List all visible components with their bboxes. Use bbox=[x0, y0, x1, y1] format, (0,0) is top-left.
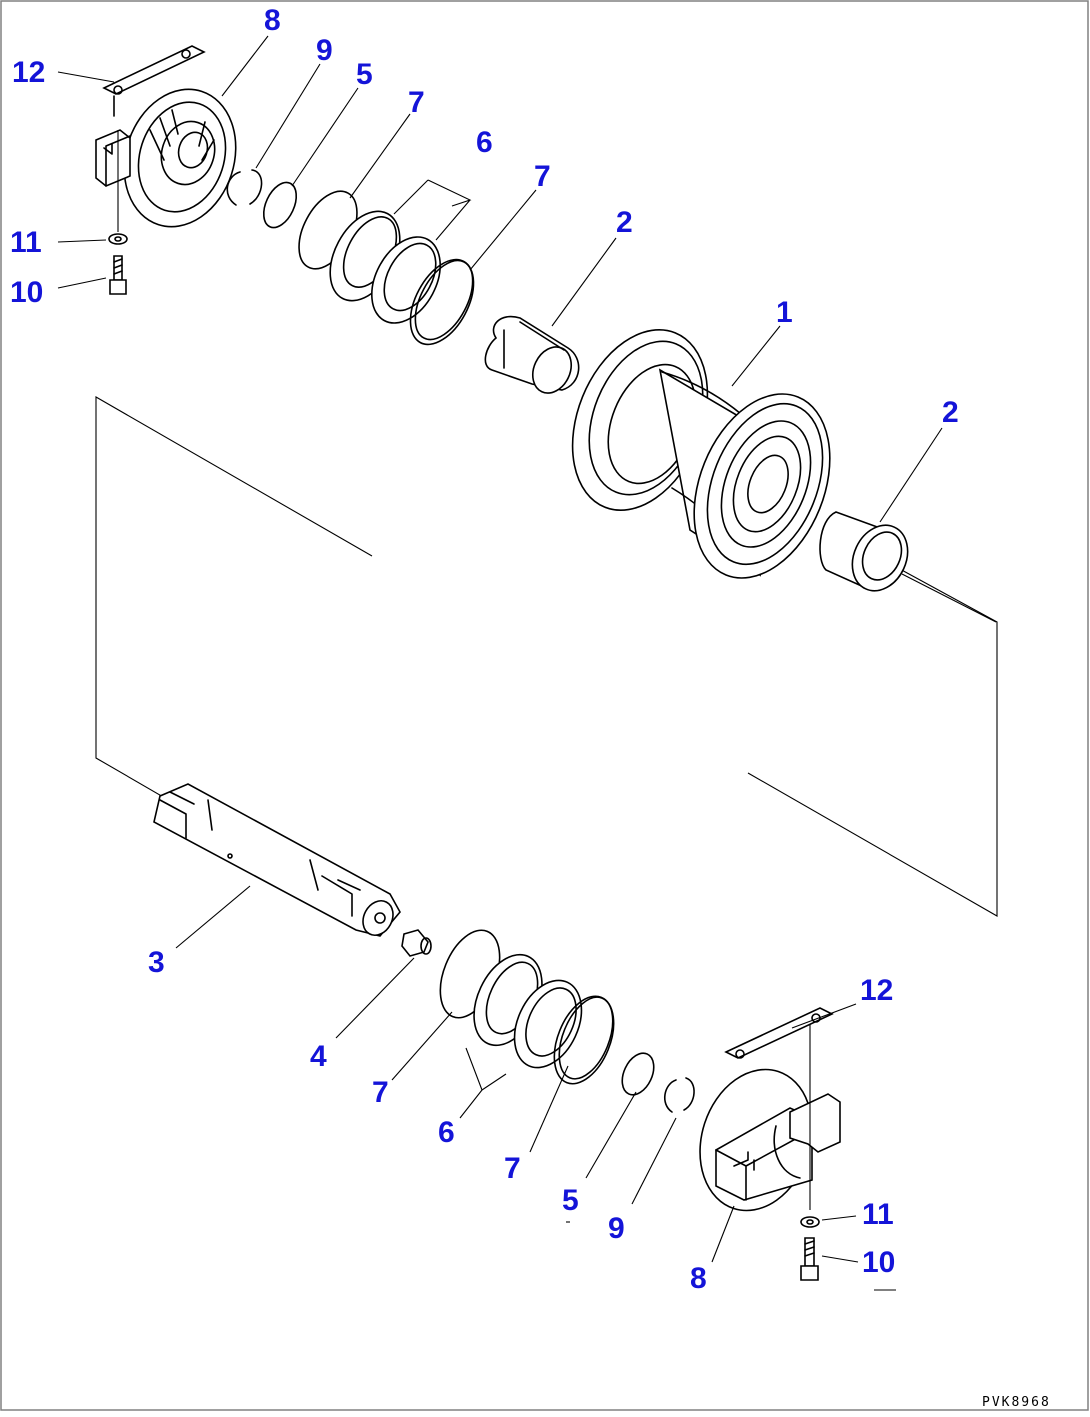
label-1: 1 bbox=[776, 296, 793, 329]
label-7-bottom-left: 7 bbox=[372, 1076, 389, 1109]
washer-top bbox=[108, 130, 128, 245]
label-7-bottom-right: 7 bbox=[504, 1152, 521, 1185]
collar-top bbox=[95, 88, 237, 228]
figure-code: PVK8968 bbox=[982, 1395, 1051, 1410]
label-5-top: 5 bbox=[356, 58, 373, 91]
label-12-top: 12 bbox=[12, 56, 45, 89]
plug bbox=[401, 929, 432, 957]
washer-bottom bbox=[800, 1216, 820, 1228]
label-8-bottom: 8 bbox=[690, 1262, 707, 1295]
lock-plate-top bbox=[102, 45, 206, 117]
label-7-top-right: 7 bbox=[534, 160, 551, 193]
label-6-top: 6 bbox=[476, 126, 493, 159]
track-roller bbox=[571, 329, 831, 579]
bushing-right bbox=[819, 511, 997, 623]
snap-ring-bottom bbox=[664, 1077, 695, 1113]
label-10-bottom: 10 bbox=[862, 1246, 895, 1279]
floating-seal-top bbox=[329, 210, 441, 324]
label-4: 4 bbox=[310, 1040, 327, 1073]
floating-seal-bottom bbox=[473, 953, 583, 1069]
label-9-bottom: 9 bbox=[608, 1212, 625, 1245]
label-2-right: 2 bbox=[942, 396, 959, 429]
snap-ring-top bbox=[226, 169, 263, 206]
leader-lines bbox=[57, 35, 943, 1291]
label-2-top: 2 bbox=[616, 206, 633, 239]
o-ring-top bbox=[262, 181, 298, 229]
bushing-top bbox=[484, 315, 580, 394]
part-labels: 12 8 9 5 7 6 7 2 1 2 11 10 3 4 7 6 7 5 9… bbox=[10, 4, 959, 1295]
label-3: 3 bbox=[148, 946, 165, 979]
label-6-bottom: 6 bbox=[438, 1116, 455, 1149]
label-5-bottom: 5 bbox=[562, 1184, 579, 1217]
o-ring-7-bottom-right bbox=[553, 995, 615, 1085]
bolt-top bbox=[109, 255, 127, 295]
label-9-top: 9 bbox=[316, 34, 333, 67]
label-12-bottom: 12 bbox=[860, 974, 893, 1007]
label-11-bottom: 11 bbox=[862, 1198, 894, 1231]
o-ring-7-top-right bbox=[409, 258, 475, 346]
shaft bbox=[153, 783, 401, 937]
label-10-top: 10 bbox=[10, 276, 43, 309]
lock-plate-bottom bbox=[724, 1007, 834, 1210]
label-11-top: 11 bbox=[10, 226, 42, 259]
o-ring-bottom bbox=[621, 1052, 655, 1096]
collar-bottom bbox=[699, 1068, 841, 1212]
bolt-bottom bbox=[800, 1237, 819, 1281]
label-7-top-left: 7 bbox=[408, 86, 425, 119]
label-8-top: 8 bbox=[264, 4, 281, 37]
